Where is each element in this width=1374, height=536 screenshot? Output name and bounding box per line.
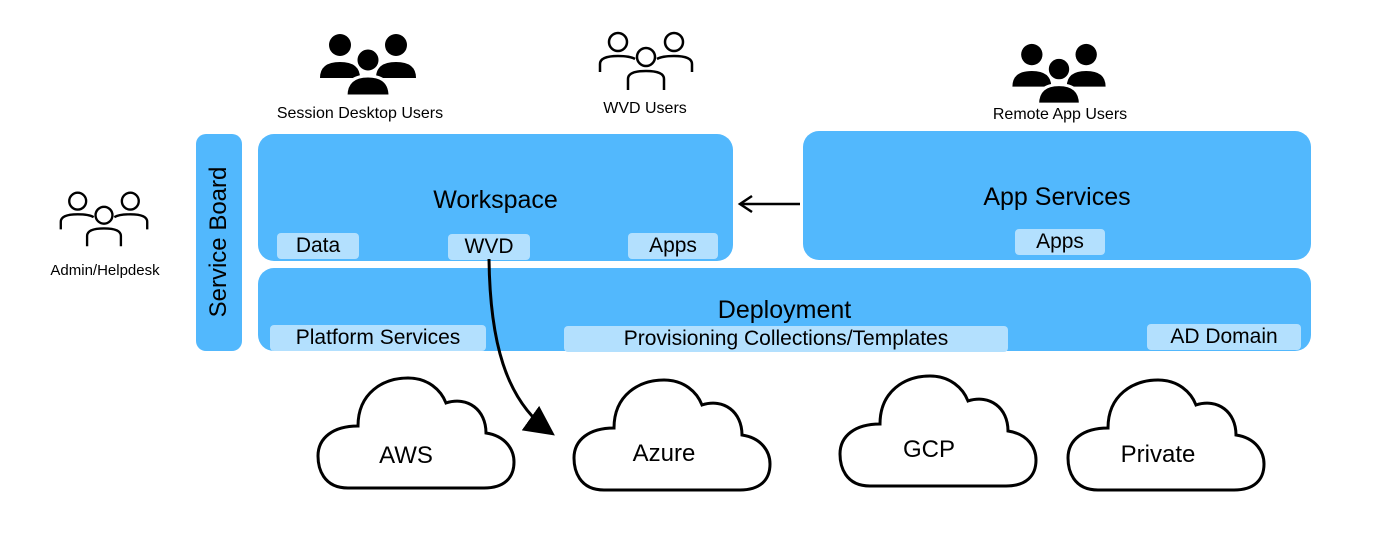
deployment-panel[interactable]: Deployment Platform Services Provisionin…	[258, 268, 1311, 352]
deployment-title: Deployment	[717, 296, 852, 324]
wvd-users-label: WVD Users	[603, 100, 687, 117]
cloud-private[interactable]	[1066, 378, 1266, 492]
cloud-aws[interactable]	[316, 376, 516, 490]
service-board-panel[interactable]: Service Board	[196, 134, 242, 351]
workspace-chip-data[interactable]: Data	[277, 233, 359, 259]
workspace-chip-apps[interactable]: Apps	[628, 233, 718, 259]
cloud-gcp[interactable]	[838, 374, 1038, 488]
session-desktop-users-icon	[320, 34, 416, 98]
deployment-chip-provisioning[interactable]: Provisioning Collections/Templates	[564, 326, 1008, 352]
app-services-chip-apps[interactable]: Apps	[1015, 229, 1105, 255]
cloud-label-gcp: GCP	[902, 436, 955, 463]
app-services-title: App Services	[983, 183, 1131, 211]
cloud-azure[interactable]	[572, 378, 772, 492]
arrow-app-services-to-workspace	[737, 194, 800, 214]
session-desktop-users-label: Session Desktop Users	[276, 105, 444, 122]
remote-app-users-icon	[1012, 43, 1106, 106]
deployment-chip-ad-domain[interactable]: AD Domain	[1147, 324, 1301, 350]
remote-app-users-label: Remote App Users	[992, 106, 1128, 123]
admin-helpdesk-label: Admin/Helpdesk	[50, 262, 160, 279]
cloud-label-aws: AWS	[379, 442, 433, 469]
cloud-label-private: Private	[1120, 441, 1196, 468]
arrow-wvd-to-azure	[487, 258, 555, 436]
wvd-users-icon	[598, 31, 694, 90]
admin-helpdesk-icon	[59, 191, 149, 247]
cloud-label-azure: Azure	[632, 440, 696, 467]
workspace-panel[interactable]: Workspace Data WVD Apps	[258, 134, 733, 261]
workspace-title: Workspace	[433, 186, 558, 214]
workspace-chip-wvd[interactable]: WVD	[448, 234, 530, 260]
app-services-panel[interactable]: App Services Apps	[803, 131, 1311, 260]
deployment-chip-platform-services[interactable]: Platform Services	[270, 325, 486, 351]
